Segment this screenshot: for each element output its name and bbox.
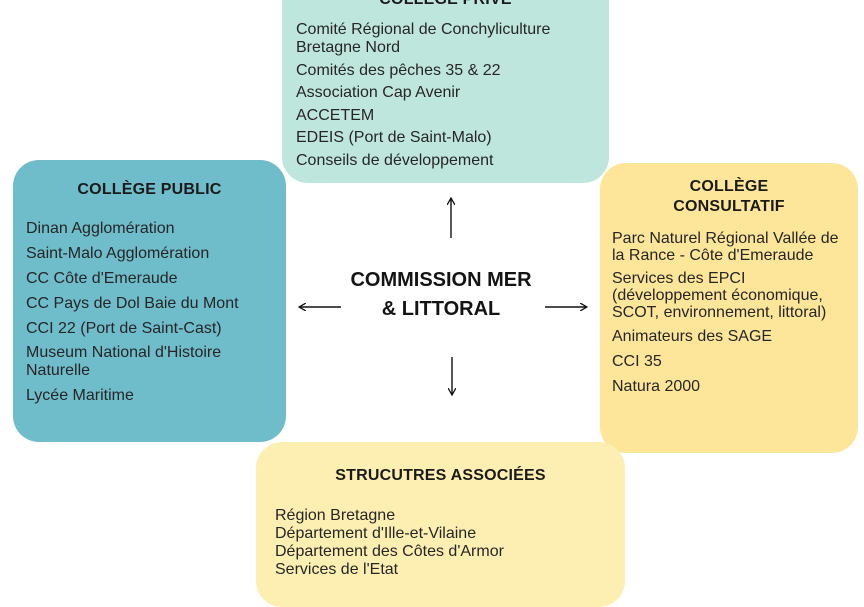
college-consultatif-title: COLLÈGE CONSULTATIF <box>673 178 785 215</box>
college-public-list: Dinan Agglomération Saint-Malo Aggloméra… <box>26 219 271 411</box>
college-public-item: CCI 22 (Port de Saint-Cast) <box>26 320 222 337</box>
college-consultatif-item: Parc Naturel Régional Vallée de la Rance… <box>612 230 839 264</box>
college-prive-item: Comité Régional de Conchyliculture Breta… <box>296 21 551 56</box>
college-consultatif-item: Natura 2000 <box>612 378 701 395</box>
college-public-box: COLLÈGE PUBLIC Dinan Agglomération Saint… <box>13 160 286 442</box>
college-prive-item: Comités des pêches 35 & 22 <box>296 61 501 79</box>
commission-title: COMMISSION MER & LITTORAL <box>323 266 559 324</box>
college-public-item: Museum National d'Histoire Naturelle <box>26 344 222 379</box>
commission-title-line1: COMMISSION MER <box>350 269 532 291</box>
college-prive-list: Comité Régional de Conchyliculture Breta… <box>296 21 596 173</box>
structures-associees-title: STRUCUTRES ASSOCIÉES <box>335 467 546 484</box>
college-public-item: CC Pays de Dol Baie du Mont <box>26 295 239 312</box>
commission-title-line2: & LITTORAL <box>381 298 501 320</box>
college-prive-item: EDEIS (Port de Saint-Malo) <box>296 129 492 146</box>
college-public-item: Saint-Malo Agglomération <box>26 245 210 262</box>
college-consultatif-item: Services des EPCI (développement économi… <box>612 270 827 321</box>
college-prive-item: Association Cap Avenir <box>296 84 461 101</box>
structures-associees-list: Région Bretagne Département d'Ille-et-Vi… <box>275 507 504 579</box>
college-prive-title: COLLÈGE PRIVÉ <box>282 0 609 10</box>
college-consultatif-item: CCI 35 <box>612 353 662 370</box>
college-prive-box: COLLÈGE PRIVÉ Comité Régional de Conchyl… <box>282 0 609 183</box>
college-public-item: Dinan Agglomération <box>26 220 175 237</box>
structures-associees-box: STRUCUTRES ASSOCIÉES Région Bretagne Dép… <box>256 442 625 607</box>
college-consultatif-list: Parc Naturel Régional Vallée de la Rance… <box>612 230 852 402</box>
structures-associees-item: Région Bretagne <box>275 507 396 524</box>
college-prive-item: Conseils de développement <box>296 151 494 169</box>
college-consultatif-item: Animateurs des SAGE <box>612 328 773 345</box>
college-public-title: COLLÈGE PUBLIC <box>77 181 222 198</box>
college-public-item: CC Côte d'Emeraude <box>26 270 178 287</box>
college-public-item: Lycée Maritime <box>26 387 134 404</box>
college-consultatif-box: COLLÈGE CONSULTATIF Parc Naturel Régiona… <box>600 163 858 453</box>
structures-associees-item: Département d'Ille-et-Vilaine <box>275 525 477 542</box>
college-prive-item: ACCETEM <box>296 106 375 124</box>
structures-associees-item: Département des Côtes d'Armor <box>275 543 504 560</box>
structures-associees-item: Services de l'Etat <box>275 561 399 578</box>
